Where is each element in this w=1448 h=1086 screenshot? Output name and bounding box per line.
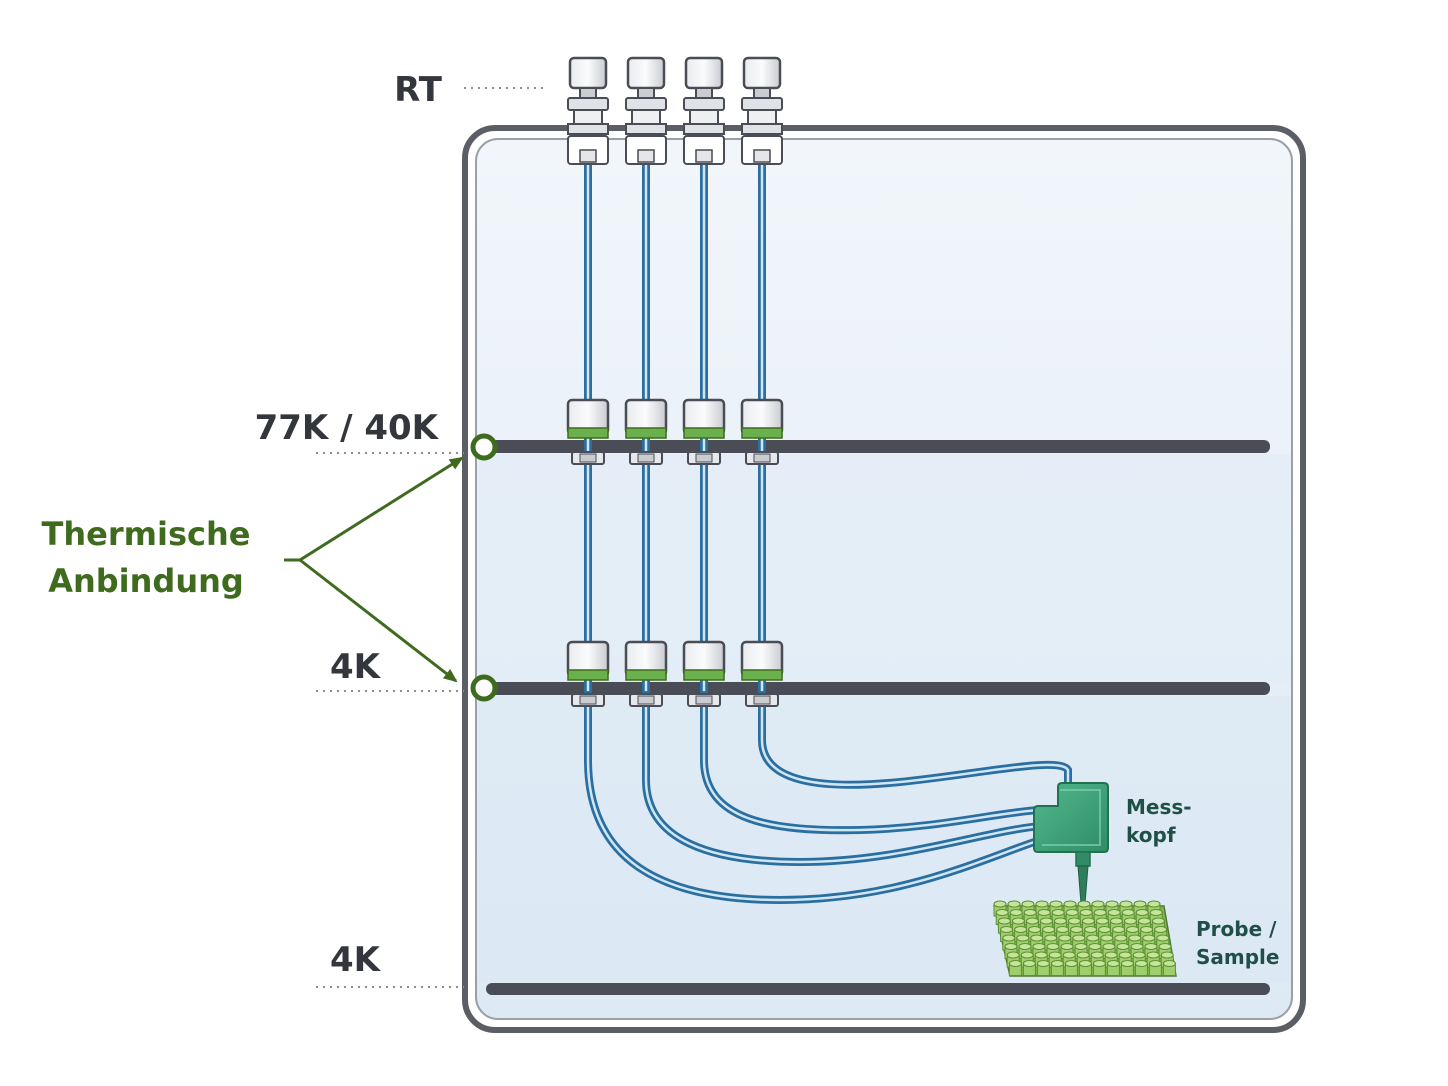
leader-lines bbox=[316, 87, 548, 988]
label-thermal-line2: Anbindung bbox=[48, 562, 244, 600]
sample-pillar bbox=[1022, 960, 1036, 976]
label-4k-lower: 4K bbox=[330, 940, 382, 980]
label-77k-40k: 77K / 40K bbox=[255, 408, 440, 448]
connectors bbox=[566, 56, 784, 707]
plate-77k-40k bbox=[490, 440, 1270, 453]
thermal-node-4k bbox=[470, 674, 498, 702]
stage-40k-connector-2 bbox=[624, 398, 668, 465]
rt-connector-3 bbox=[683, 56, 725, 165]
sample-pillar bbox=[1078, 960, 1092, 976]
label-sample-line1: Probe / bbox=[1196, 917, 1277, 941]
probe-head bbox=[1033, 782, 1109, 920]
sample-pillar bbox=[1036, 960, 1050, 976]
thermal-link-arrows bbox=[284, 456, 464, 683]
stage-4k-connector-4 bbox=[740, 640, 784, 707]
rt-connector-1 bbox=[567, 56, 609, 165]
stage-plates bbox=[486, 440, 1270, 995]
stage-40k-connector-1 bbox=[566, 398, 610, 465]
label-probe-head-line1: Mess- bbox=[1126, 795, 1192, 819]
label-thermal-line1: Thermische bbox=[42, 515, 251, 553]
thermal-link-nodes bbox=[470, 433, 498, 702]
sample-pillar bbox=[1106, 960, 1120, 976]
rt-connector-2 bbox=[625, 56, 667, 165]
stage-4k-connector-2 bbox=[624, 640, 668, 707]
plate-4k-upper bbox=[490, 682, 1270, 695]
sample-pillar bbox=[1148, 960, 1162, 976]
label-rt: RT bbox=[394, 70, 443, 110]
coax-cables bbox=[584, 156, 1072, 905]
sample-pillar bbox=[1092, 960, 1106, 976]
sample-pillar bbox=[1120, 960, 1134, 976]
stage-40k-connector-3 bbox=[682, 398, 726, 465]
sample-pillar bbox=[1064, 960, 1078, 976]
label-sample-line2: Sample bbox=[1196, 945, 1279, 969]
sample-pillar bbox=[1050, 960, 1064, 976]
stage-4k-connector-1 bbox=[566, 640, 610, 707]
stage-4k-connector-3 bbox=[682, 640, 726, 707]
rt-connector-4 bbox=[741, 56, 783, 165]
sample-pillar bbox=[1008, 960, 1022, 976]
sample-array bbox=[993, 900, 1177, 977]
thermal-node-40k bbox=[470, 433, 498, 461]
stage-40k-connector-4 bbox=[740, 398, 784, 465]
label-4k-upper: 4K bbox=[330, 647, 382, 687]
sample-pillar bbox=[1162, 960, 1176, 976]
sample-pillar bbox=[1134, 960, 1148, 976]
plate-4k-lower bbox=[486, 983, 1270, 995]
label-probe-head-line2: kopf bbox=[1126, 823, 1176, 847]
